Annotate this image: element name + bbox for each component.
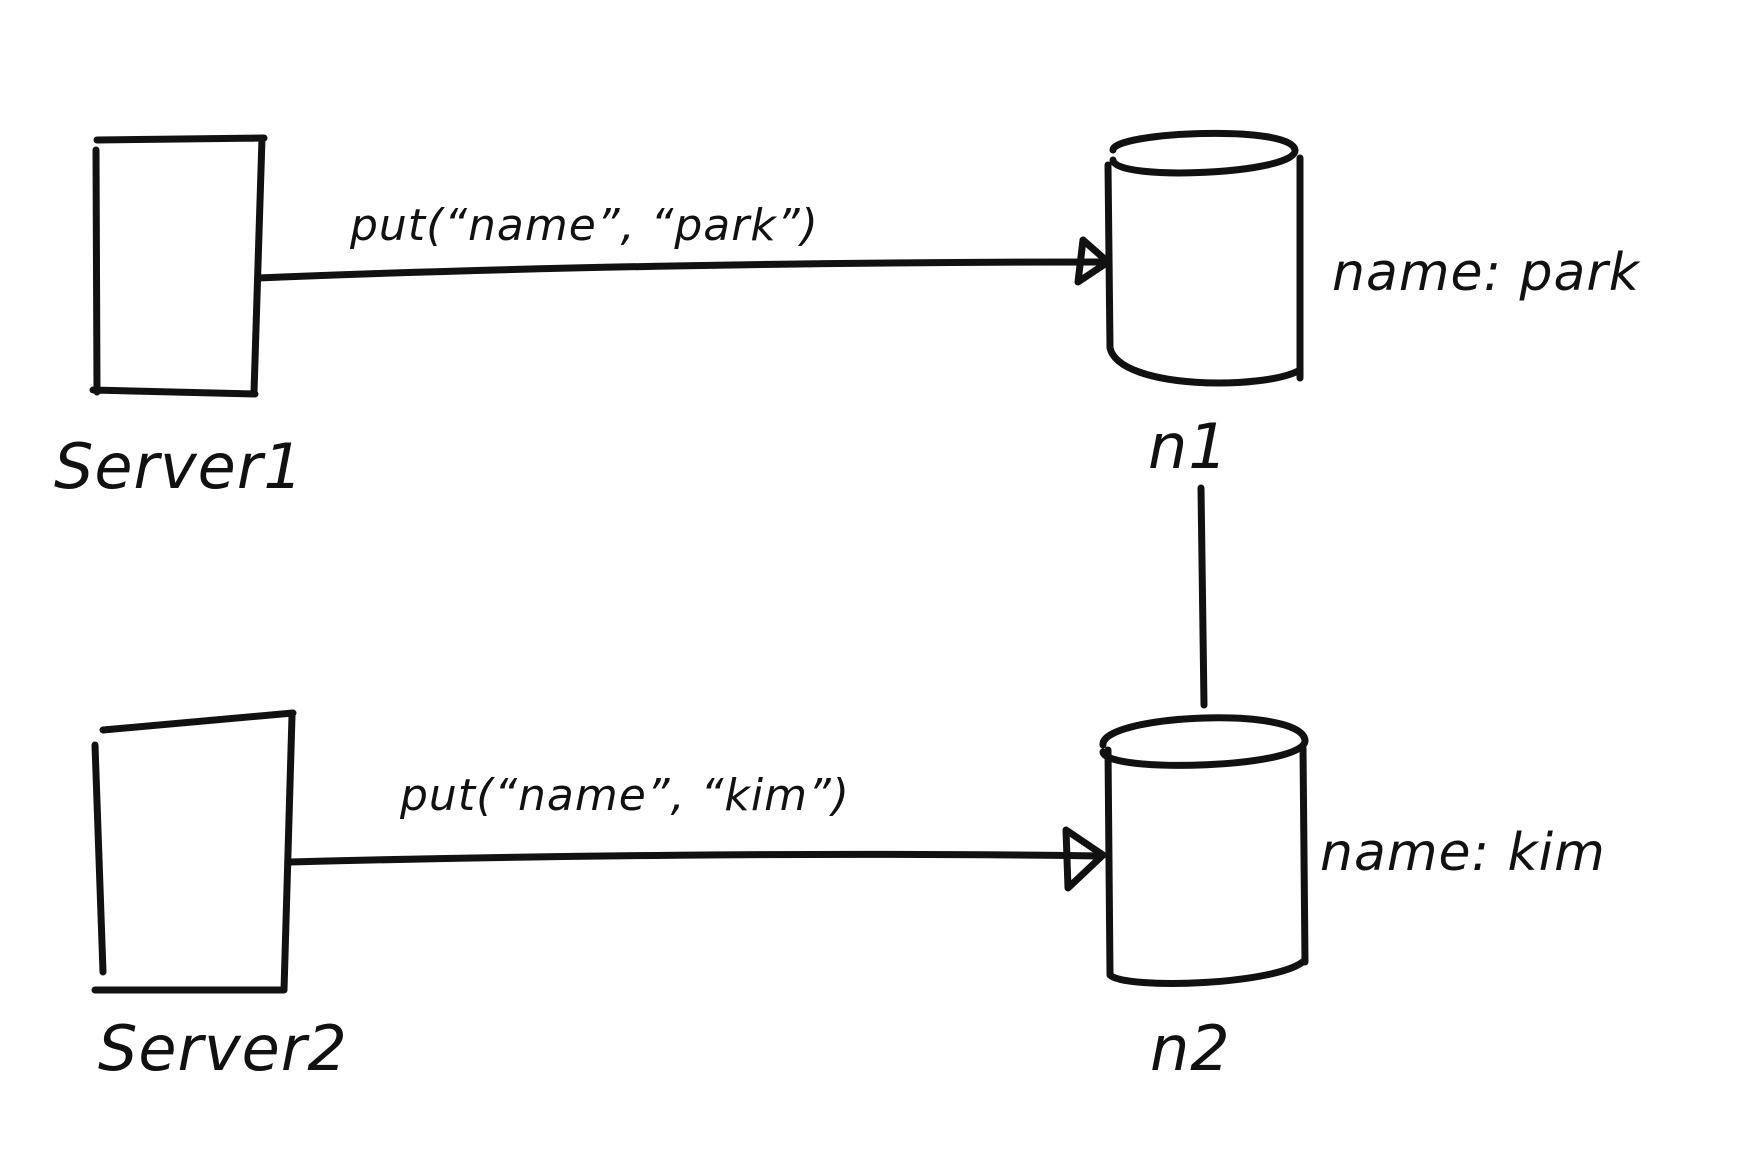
edge-server2-n2: put(“name”, “kim”) <box>286 770 1107 892</box>
arrow-head-icon <box>1074 236 1112 286</box>
server2-label: Server2 <box>98 1012 348 1085</box>
n1-value-label: name: park <box>1332 243 1641 303</box>
edge-n1-n2 <box>1197 484 1208 709</box>
n2-node: n2 name: kim <box>1099 714 1606 1085</box>
n1-cylinder <box>1104 129 1304 387</box>
n1-label: n1 <box>1148 410 1229 483</box>
edge-label: put(“name”, “park”) <box>349 200 819 251</box>
arrow-line <box>254 258 1104 282</box>
edge-server1-n1: put(“name”, “park”) <box>254 200 1112 286</box>
n2-cylinder <box>1099 714 1309 987</box>
server2-node: Server2 <box>91 709 348 1085</box>
edge-label: put(“name”, “kim”) <box>399 770 850 821</box>
n2-label: n2 <box>1150 1012 1231 1085</box>
server2-box <box>91 709 297 994</box>
n1-node: n1 name: park <box>1104 129 1641 483</box>
server1-box <box>89 134 268 398</box>
server1-node: Server1 <box>54 134 304 503</box>
n2-value-label: name: kim <box>1320 823 1606 883</box>
arrow-line <box>286 850 1104 866</box>
connection-line <box>1197 484 1208 709</box>
arrow-head-icon <box>1062 826 1107 892</box>
server1-label: Server1 <box>54 430 304 503</box>
